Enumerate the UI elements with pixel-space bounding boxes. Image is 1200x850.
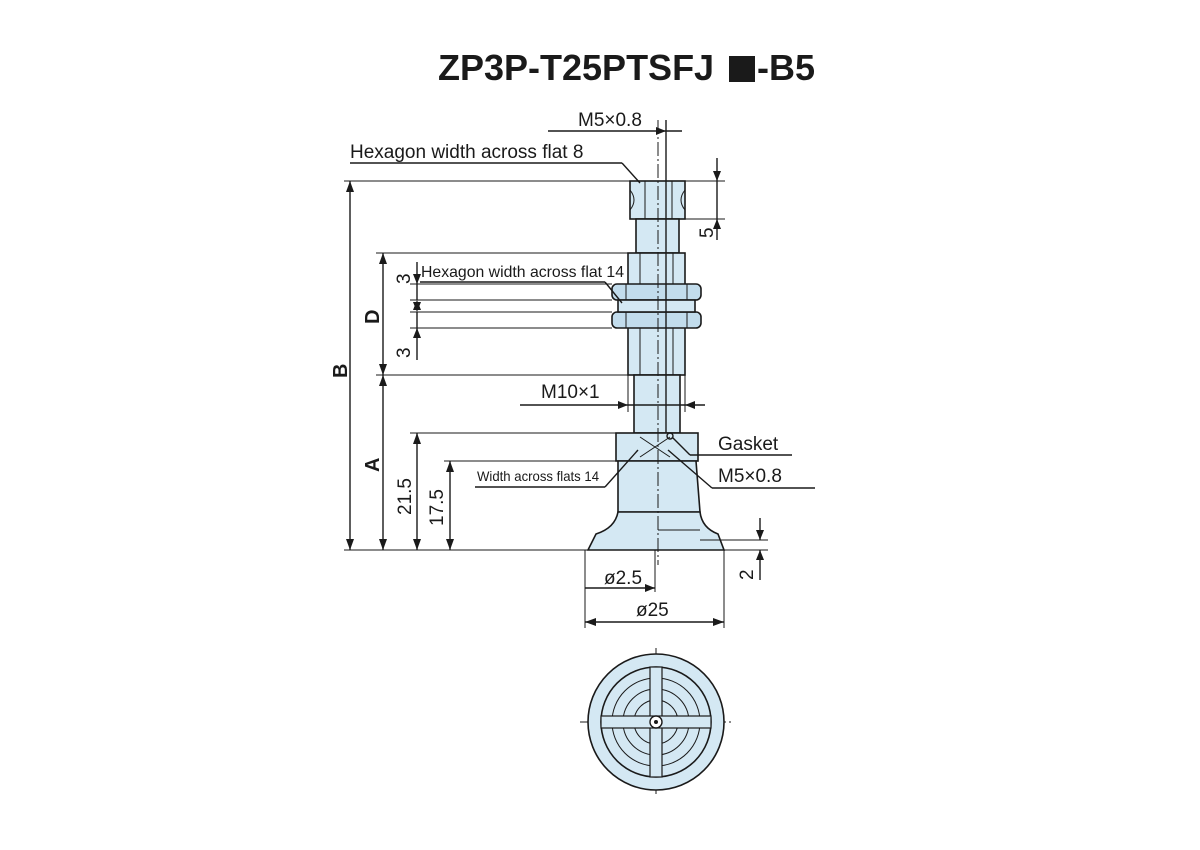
dimensions: M5×0.8 Hexagon width across flat 8 5 B D bbox=[330, 110, 815, 628]
side-view bbox=[586, 120, 726, 565]
label-m5-top: M5×0.8 bbox=[578, 110, 642, 131]
label-three-top: 3 bbox=[394, 273, 415, 284]
suction-pad bbox=[586, 511, 726, 551]
label-dia-2-5: ø2.5 bbox=[604, 568, 642, 589]
label-dia-25: ø25 bbox=[636, 600, 669, 621]
label-dim-a: A bbox=[362, 458, 384, 472]
label-five: 5 bbox=[697, 227, 718, 238]
label-three-bottom: 3 bbox=[394, 347, 415, 358]
title-part-suffix: -B5 bbox=[757, 47, 815, 88]
label-dim-21-5: 21.5 bbox=[395, 478, 416, 515]
label-width-flats14: Width across flats 14 bbox=[477, 468, 599, 484]
drawing-title: ZP3P-T25PTSFJ -B5 bbox=[438, 47, 815, 88]
lock-nut-lower bbox=[611, 311, 702, 329]
hex-body bbox=[615, 432, 699, 462]
bottom-view bbox=[580, 648, 732, 796]
label-hex8: Hexagon width across flat 8 bbox=[350, 142, 583, 163]
label-two: 2 bbox=[737, 569, 758, 580]
lower-shaft bbox=[633, 374, 681, 434]
label-dim-17-5: 17.5 bbox=[427, 489, 448, 526]
label-dim-b: B bbox=[330, 364, 352, 378]
label-hex14: Hexagon width across flat 14 bbox=[421, 264, 624, 281]
adapter-body bbox=[617, 460, 701, 513]
title-part-prefix: ZP3P-T25PTSFJ bbox=[438, 47, 714, 88]
label-m10: M10×1 bbox=[541, 382, 600, 403]
label-gasket: Gasket bbox=[718, 434, 779, 455]
variant-placeholder-box bbox=[729, 56, 755, 82]
label-dim-d: D bbox=[362, 310, 384, 324]
label-m5-bottom: M5×0.8 bbox=[718, 466, 782, 487]
washer bbox=[617, 299, 696, 313]
lock-nut-upper bbox=[611, 283, 702, 301]
